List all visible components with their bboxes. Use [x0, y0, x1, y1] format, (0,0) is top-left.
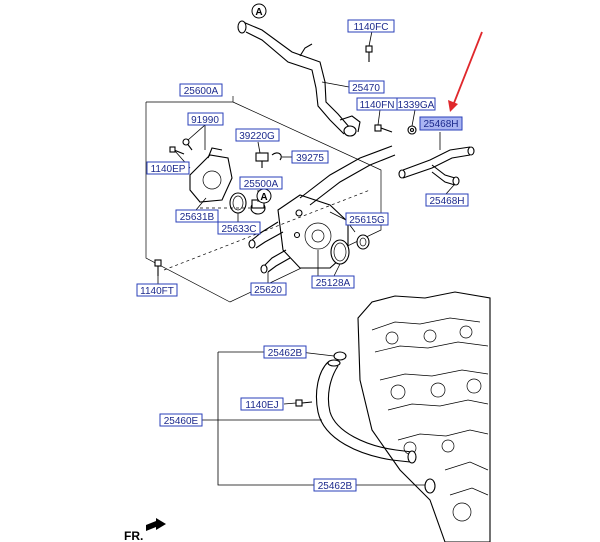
ref-marker-a-top-text: A [255, 7, 262, 18]
leader-lines [157, 30, 455, 486]
oring-25615G [356, 234, 370, 250]
label-1140EJ[interactable]: 1140EJ [240, 397, 284, 411]
label-25620-text: 25620 [254, 285, 282, 296]
clamp-25462B-bottom [424, 478, 436, 494]
label-1140EP[interactable]: 1140EP [146, 161, 190, 175]
label-1140EJ-text: 1140EJ [245, 400, 278, 411]
label-39220G-text: 39220G [239, 131, 275, 142]
front-direction-text: FR. [124, 529, 143, 542]
engine-block [357, 291, 491, 542]
label-1140FC[interactable]: 1140FC [347, 19, 395, 33]
label-25615G[interactable]: 25615G [345, 212, 389, 226]
label-1339GA-text: 1339GA [398, 100, 435, 111]
ref-marker-a-middle: A [256, 188, 272, 204]
pipe-25468H [398, 146, 475, 186]
ref-marker-a-top: A [251, 3, 267, 19]
label-25500A[interactable]: 25500A [239, 176, 283, 190]
bolt-91990 [182, 138, 193, 151]
ref-marker-a-middle-text: A [260, 192, 267, 203]
label-1140FT[interactable]: 1140FT [136, 283, 178, 297]
thermostat-25500A [250, 199, 266, 215]
label-39220G[interactable]: 39220G [235, 128, 280, 142]
label-1140FN[interactable]: 1140FN [356, 97, 398, 111]
label-1140FT-text: 1140FT [140, 286, 174, 297]
sensor-39220G [255, 152, 269, 168]
label-25600A-text: 25600A [184, 86, 219, 97]
bolt-1140FN [374, 124, 393, 133]
pipe-25470 [237, 20, 361, 137]
label-39275[interactable]: 39275 [291, 150, 329, 164]
housing-25620 [248, 145, 396, 274]
gasket-25128A [330, 239, 350, 265]
label-25470-text: 25470 [352, 83, 380, 94]
label-25600A[interactable]: 25600A [179, 83, 223, 97]
label-1339GA[interactable]: 1339GA [396, 97, 436, 111]
label-91990-text: 91990 [191, 115, 219, 126]
bolt-1140FC [365, 45, 373, 62]
label-25615G-text: 25615G [349, 215, 385, 226]
label-25468H-bottom-text: 25468H [429, 196, 464, 207]
label-25633C[interactable]: 25633C [217, 221, 261, 235]
red-pointer-arrow [448, 31, 483, 112]
label-25631B[interactable]: 25631B [175, 209, 219, 223]
label-25470[interactable]: 25470 [348, 80, 385, 94]
label-25460E-text: 25460E [164, 416, 199, 427]
label-25631B-text: 25631B [180, 212, 215, 223]
label-25462B-bottom[interactable]: 25462B [313, 478, 357, 492]
hose-25460E [315, 359, 417, 464]
label-1140EP-text: 1140EP [151, 164, 186, 175]
label-25468H-top[interactable]: 25468H [419, 116, 463, 131]
label-25128A-text: 25128A [316, 278, 351, 289]
label-25468H-bottom[interactable]: 25468H [425, 193, 469, 207]
label-25462B-top[interactable]: 25462B [263, 345, 307, 359]
label-25462B-bottom-text: 25462B [318, 481, 353, 492]
label-25620[interactable]: 25620 [250, 282, 287, 296]
clip-39275 [271, 152, 282, 161]
label-91990[interactable]: 91990 [187, 112, 224, 126]
front-direction-indicator: FR. [124, 518, 166, 542]
bolt-1140EJ [295, 399, 313, 407]
label-25128A[interactable]: 25128A [311, 275, 355, 289]
clamp-25462B-top [333, 351, 347, 361]
washer-1339GA [407, 125, 417, 135]
label-25468H-top-text: 25468H [423, 119, 458, 130]
label-25633C-text: 25633C [221, 224, 256, 235]
label-1140FN-text: 1140FN [360, 100, 395, 111]
assembly-boundary [145, 96, 382, 303]
bolt-1140FT [154, 259, 162, 276]
label-25460E[interactable]: 25460E [159, 413, 203, 427]
label-1140FC-text: 1140FC [354, 22, 389, 33]
label-39275-text: 39275 [296, 153, 324, 164]
bolt-1140EP [169, 146, 185, 155]
housing-25631B [189, 147, 233, 203]
label-25462B-top-text: 25462B [268, 348, 303, 359]
front-direction-arrow-icon [146, 518, 166, 531]
gasket-25633C [229, 192, 247, 214]
label-25500A-text: 25500A [244, 179, 279, 190]
